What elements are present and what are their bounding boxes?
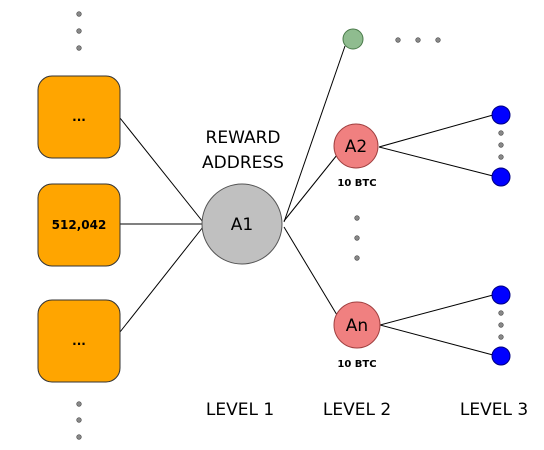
ellipsis-dots-level2 xyxy=(354,215,360,261)
level-1-label: LEVEL 1 xyxy=(206,400,274,420)
node-a2-circle xyxy=(333,123,379,169)
reward-address-line2: ADDRESS xyxy=(202,153,284,173)
ellipsis-dots-bottom xyxy=(76,401,82,440)
node-green xyxy=(342,28,364,50)
block-shape xyxy=(37,299,121,383)
node-a1: A1 xyxy=(201,183,283,265)
node-level3-2 xyxy=(491,167,511,187)
edge-an-top xyxy=(379,294,494,326)
edge-a1-an xyxy=(283,226,338,316)
node-a2-label: A2 xyxy=(345,137,367,157)
ellipsis-dots-level3-upper xyxy=(498,130,504,160)
block-label: ... xyxy=(72,110,86,124)
block-top: ... xyxy=(37,75,121,159)
ellipsis-dots-level3-lower xyxy=(498,310,504,340)
block-label: 512,042 xyxy=(52,218,107,232)
node-level3-4 xyxy=(491,346,511,366)
edge-a2-bottom xyxy=(378,146,494,177)
level-2-label: LEVEL 2 xyxy=(323,400,391,420)
edge-block-bottom-a1 xyxy=(119,226,204,333)
node-a1-circle xyxy=(201,183,283,265)
node-level3-1 xyxy=(491,105,511,125)
edge-a1-a2 xyxy=(283,154,338,222)
reward-address-line1: REWARD xyxy=(206,128,281,148)
node-a2: A2 10 BTC xyxy=(333,123,379,189)
edge-a1-green xyxy=(283,45,346,223)
block-shape xyxy=(37,75,121,159)
block-middle: 512,042 xyxy=(37,183,121,267)
block-label: ... xyxy=(72,334,86,348)
node-level3-3 xyxy=(491,285,511,305)
ellipsis-dots-top xyxy=(76,11,82,51)
ellipsis-dots-horizontal xyxy=(395,37,441,43)
edge-block-top-a1 xyxy=(119,117,204,223)
node-an-label: An xyxy=(346,316,368,336)
node-an-circle xyxy=(333,301,381,349)
node-an-amount: 10 BTC xyxy=(337,359,376,370)
edge-an-bottom xyxy=(379,324,494,356)
level-3-label: LEVEL 3 xyxy=(460,400,528,420)
node-a2-amount: 10 BTC xyxy=(337,178,376,189)
node-an: An 10 BTC xyxy=(333,301,381,370)
edge-a2-top xyxy=(378,114,494,148)
block-shape xyxy=(37,183,121,267)
block-bottom: ... xyxy=(37,299,121,383)
node-a1-label: A1 xyxy=(231,215,253,235)
